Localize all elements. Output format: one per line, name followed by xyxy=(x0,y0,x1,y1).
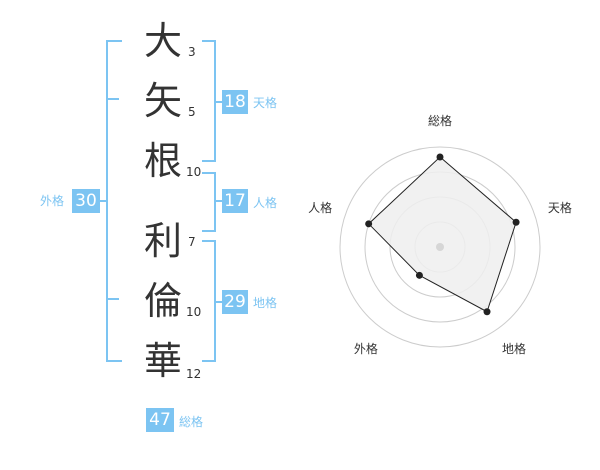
jinkaku-label: 人格 xyxy=(253,196,278,210)
chikaku-label: 地格 xyxy=(253,296,278,310)
radar-axis-label-5: 人格 xyxy=(308,200,332,215)
chikaku-value: 29 xyxy=(222,290,248,314)
radar-series-area xyxy=(367,156,517,313)
radar-point-2 xyxy=(512,218,520,226)
gaikaku-tick-lower xyxy=(107,298,119,300)
stroke-count-2: 5 xyxy=(188,105,196,119)
radar-point-1 xyxy=(436,153,444,161)
radar-axis-label-2: 天格 xyxy=(548,200,572,215)
soukaku-label: 総格 xyxy=(179,415,204,429)
jinkaku-value: 17 xyxy=(222,189,248,213)
tenkaku-value: 18 xyxy=(222,90,248,114)
jinkaku-connector xyxy=(214,200,222,202)
gaikaku-connector xyxy=(100,200,107,202)
radar-point-5 xyxy=(365,220,373,228)
gaikaku-tick-upper xyxy=(107,98,119,100)
gaikaku-label: 外格 xyxy=(40,194,65,208)
name-char-3: 根 xyxy=(143,139,182,183)
radar-axis-label-1: 総格 xyxy=(428,113,452,128)
name-char-6: 華 xyxy=(143,339,182,383)
radar-axis-label-4: 外格 xyxy=(354,341,378,356)
radar-points xyxy=(365,153,520,316)
stroke-count-1: 3 xyxy=(188,45,196,59)
name-char-1: 大 xyxy=(143,19,182,63)
tenkaku-connector xyxy=(214,101,222,103)
radar-center xyxy=(436,243,444,251)
chikaku-connector xyxy=(214,301,222,303)
jinkaku-bracket xyxy=(202,172,216,232)
stroke-count-4: 7 xyxy=(188,235,196,249)
radar-ring-4 xyxy=(339,146,541,348)
name-char-5: 倫 xyxy=(143,279,182,323)
radar-point-3 xyxy=(483,308,491,316)
radar-point-4 xyxy=(415,271,423,279)
tenkaku-label: 天格 xyxy=(253,96,278,110)
stroke-count-3: 10 xyxy=(186,165,202,179)
stroke-count-6: 12 xyxy=(186,367,202,381)
stroke-count-5: 10 xyxy=(186,305,202,319)
gaikaku-value: 30 xyxy=(72,189,100,213)
name-char-4: 利 xyxy=(143,219,182,263)
name-char-2: 矢 xyxy=(143,79,182,123)
gaikaku-bracket xyxy=(106,40,122,362)
radar-axis-label-3: 地格 xyxy=(502,341,526,356)
soukaku-value: 47 xyxy=(146,408,174,432)
